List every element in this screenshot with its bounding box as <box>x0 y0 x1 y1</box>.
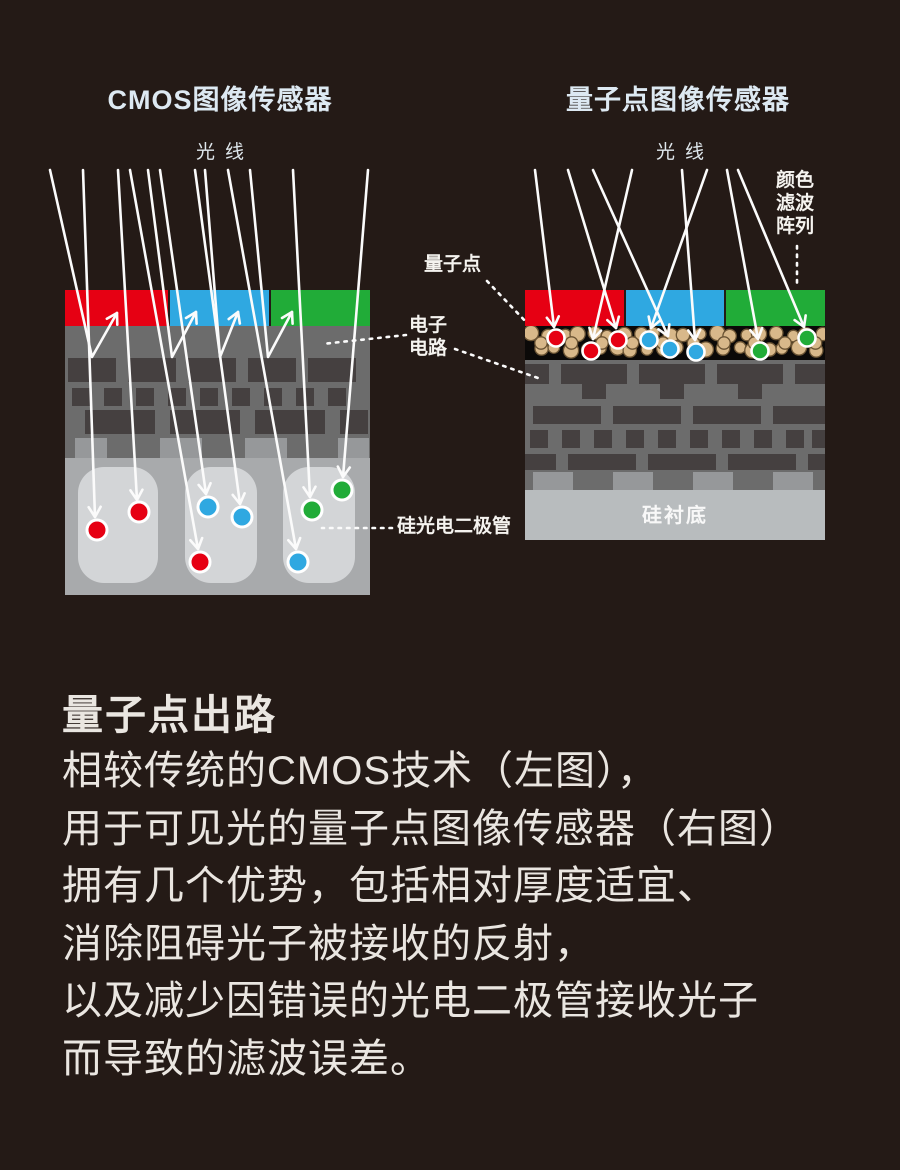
substrate-label: 硅衬底 <box>642 505 708 527</box>
photon-dot-green <box>750 341 770 361</box>
photon-dot-red <box>581 341 601 361</box>
light-ray <box>116 168 144 502</box>
qd-circuit-pattern <box>525 364 825 490</box>
photon-dot-green <box>300 498 324 522</box>
photon-dot-red <box>127 500 151 524</box>
light-ray <box>291 168 317 499</box>
electronic-circuit-label: 电子 电路 <box>409 315 448 359</box>
quantum-dot <box>778 336 792 350</box>
light-ray <box>226 168 302 551</box>
photon-dot-red <box>188 550 212 574</box>
quantum-dot <box>768 326 784 341</box>
light-ray <box>566 168 621 330</box>
quantum-dot <box>717 336 731 350</box>
light-ray <box>248 168 294 359</box>
quantum-dot <box>564 336 579 350</box>
light-ray <box>336 168 370 479</box>
quantum-dot <box>534 336 548 350</box>
photon-dot-blue <box>686 342 706 362</box>
light-ray <box>128 168 204 551</box>
quantum-dot <box>625 336 640 350</box>
qd-substrate-layer <box>525 490 825 540</box>
photon-dot-blue <box>639 330 659 350</box>
photon-dot-blue <box>286 550 310 574</box>
light-ray <box>736 168 807 329</box>
photon-dot-blue <box>230 505 254 529</box>
light-ray <box>158 168 212 496</box>
light-ray <box>588 168 634 341</box>
light-rays-right <box>533 168 817 362</box>
cmos-circuit-pattern <box>68 358 369 458</box>
photon-dot-blue <box>660 339 680 359</box>
caption-title: 量子点出路 <box>62 692 277 738</box>
caption-line: 拥有几个优势，包括相对厚度适宜、 <box>62 864 718 908</box>
photon-dot-red <box>85 518 109 542</box>
light-ray <box>533 168 561 329</box>
leader-line <box>453 347 540 380</box>
caption-line: 相较传统的CMOS技术（左图）， <box>62 749 658 793</box>
photon-dot-blue <box>196 495 220 519</box>
photon-dot-red <box>546 328 566 348</box>
light-label-left: 光线 <box>195 142 254 163</box>
leader-line <box>485 279 530 326</box>
blue-filter <box>626 290 724 326</box>
light-ray <box>48 168 119 359</box>
photon-dot-red <box>608 330 628 350</box>
caption-block: 量子点出路 相较传统的CMOS技术（左图）， 用于可见光的量子点图像传感器（右图… <box>62 681 872 1088</box>
caption-line: 消除阻碍光子被接收的反射， <box>62 921 595 966</box>
qd-panel-title: 量子点图像传感器 <box>566 85 790 115</box>
quantum-dots-label: 量子点 <box>424 254 482 275</box>
light-ray <box>591 168 671 338</box>
photodiode-label: 硅光电二极管 <box>397 516 512 537</box>
green-filter <box>726 290 825 326</box>
caption-line: 而导致的滤波误差。 <box>62 1036 431 1081</box>
cmos-panel-title: CMOS图像传感器 <box>107 85 333 115</box>
sensor-diagram-canvas <box>48 168 825 595</box>
light-ray <box>725 168 764 341</box>
photon-dot-green <box>797 328 817 348</box>
light-ray <box>203 168 242 359</box>
color-filter-array-label: 颜色 滤波 阵列 <box>776 170 815 237</box>
caption-line: 以及减少因错误的光电二极管接收光子 <box>62 979 759 1023</box>
quantum-dot <box>525 326 540 342</box>
qd-sensor-diagram <box>525 290 825 540</box>
light-label-right: 光线 <box>655 142 714 163</box>
photon-dot-green <box>330 478 354 502</box>
light-ray <box>146 168 198 359</box>
light-ray <box>680 168 702 342</box>
light-rays-left <box>48 168 370 574</box>
leader-line <box>320 333 408 346</box>
caption-line: 用于可见光的量子点图像传感器（右图） <box>62 806 800 851</box>
dotted-leader-lines <box>320 244 799 530</box>
light-ray <box>647 168 709 330</box>
